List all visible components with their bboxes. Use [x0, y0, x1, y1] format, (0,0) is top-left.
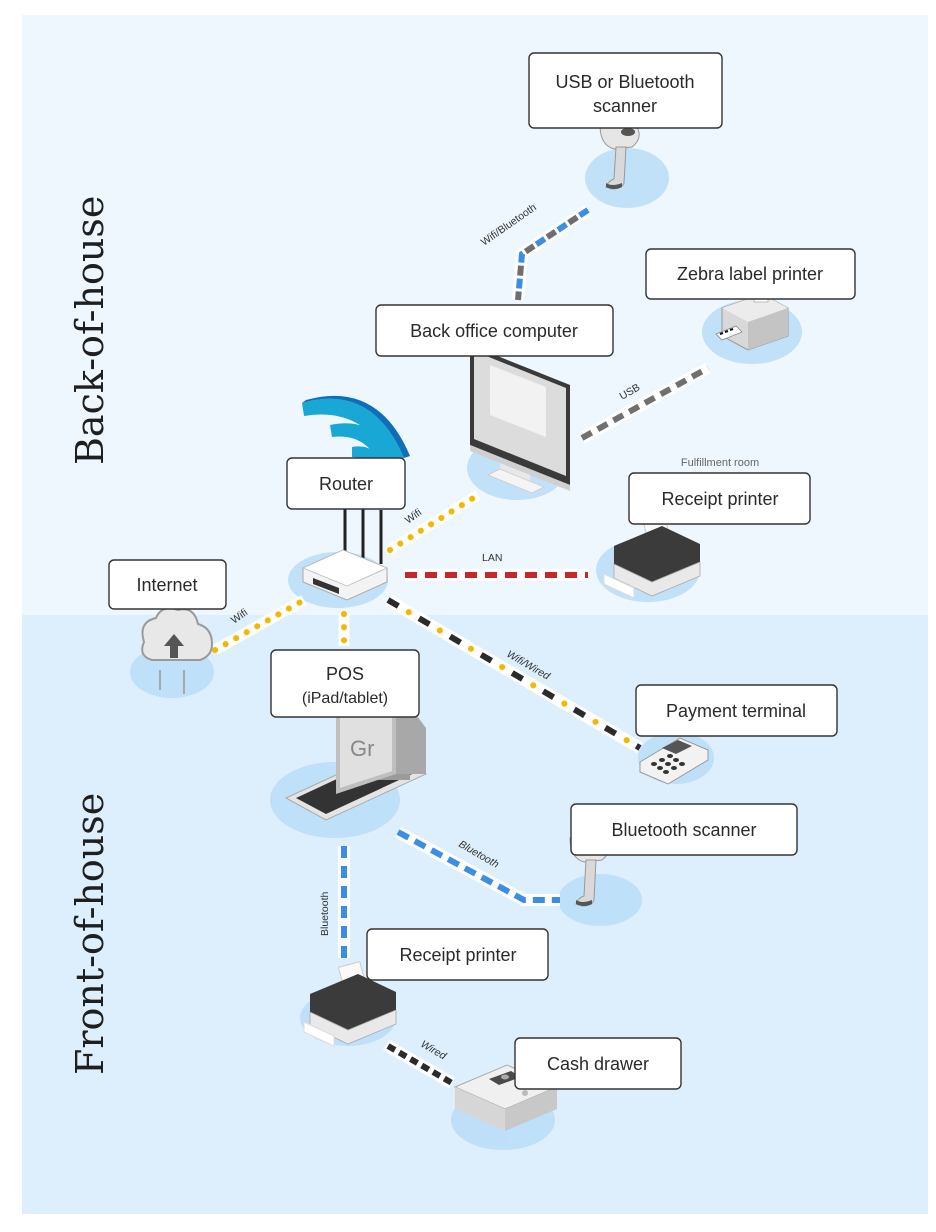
back-office-label: Back office computer: [410, 321, 578, 341]
device-pos: POS (iPad/tablet): [270, 649, 420, 718]
usb-scanner-label-line2: scanner: [593, 96, 657, 116]
back-of-house-title: Back-of-house: [68, 196, 112, 465]
device-fulfillment-printer: Fulfillment room Receipt printer: [628, 457, 811, 525]
device-bluetooth-scanner: Bluetooth scanner: [570, 803, 798, 856]
device-payment-terminal: Payment terminal: [635, 684, 838, 737]
device-zebra-printer: Zebra label printer: [645, 248, 856, 300]
device-front-receipt-printer: Receipt printer: [366, 928, 549, 981]
zebra-printer-label: Zebra label printer: [677, 264, 823, 284]
internet-label: Internet: [136, 575, 197, 595]
card-terminal-icon: [639, 737, 709, 785]
wifi-router-icon: [301, 490, 389, 601]
desktop-computer-icon: [470, 345, 570, 494]
receipt-printer-icon: [303, 961, 397, 1047]
device-router: Router: [286, 457, 406, 510]
connection-router-fulfillment: LAN: [405, 552, 588, 581]
fulfillment-printer-label: Receipt printer: [661, 489, 778, 509]
front-printer-label: Receipt printer: [399, 945, 516, 965]
device-usb-scanner: USB or Bluetooth scanner: [528, 52, 723, 129]
payment-terminal-label: Payment terminal: [666, 701, 806, 721]
bt-scanner-label: Bluetooth scanner: [611, 820, 756, 840]
label-lan: LAN: [482, 552, 502, 564]
router-label: Router: [319, 474, 373, 494]
pos-screen-logo: Gr: [350, 736, 374, 761]
cash-drawer-label: Cash drawer: [547, 1054, 649, 1074]
usb-scanner-label-line1: USB or Bluetooth: [555, 72, 694, 92]
cloud-upload-icon: [141, 607, 214, 694]
pos-label-line1: POS: [326, 664, 364, 684]
connection-pos-printer: Bluetooth: [319, 846, 350, 958]
device-back-office-computer: Back office computer: [375, 304, 614, 357]
label-bluetooth-printer: Bluetooth: [319, 891, 331, 936]
pos-label-line2: (iPad/tablet): [302, 690, 388, 707]
halo-usb-scanner: [585, 148, 669, 208]
fulfillment-room-caption: Fulfillment room: [681, 457, 759, 469]
halo-bt-scanner: [558, 874, 642, 926]
device-cash-drawer: Cash drawer: [514, 1037, 682, 1090]
barcode-scanner-icon: [599, 122, 640, 190]
front-of-house-title: Front-of-house: [68, 793, 112, 1075]
device-internet: Internet: [108, 559, 227, 610]
